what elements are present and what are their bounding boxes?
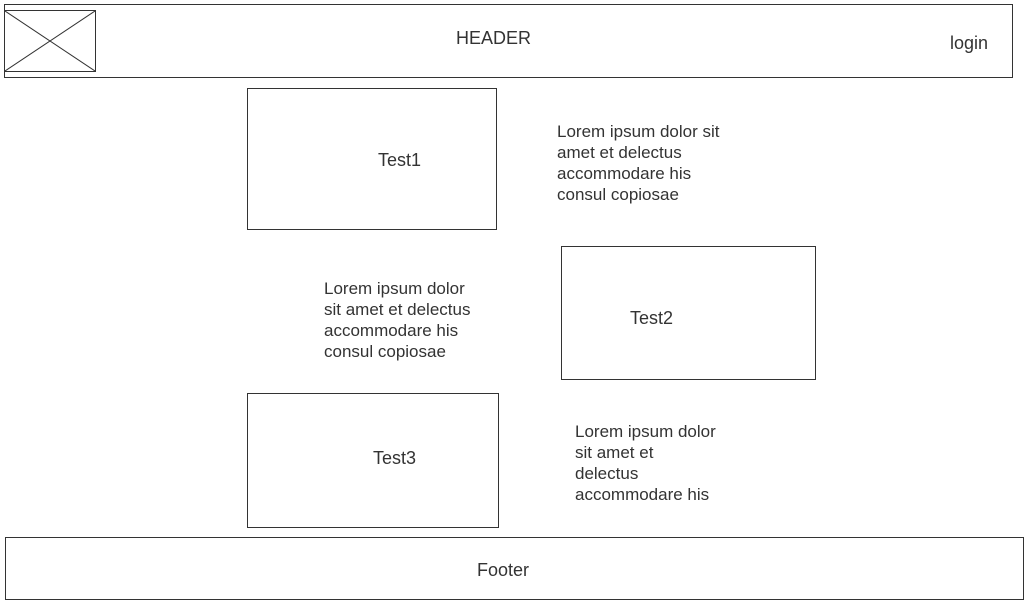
login-link[interactable]: login bbox=[950, 33, 989, 53]
card-label: Test3 bbox=[373, 448, 417, 468]
paragraph-line: Lorem ipsum dolor sit bbox=[557, 122, 720, 141]
header-bar bbox=[4, 4, 1013, 78]
paragraph-line: consul copiosae bbox=[557, 185, 679, 204]
paragraph-line: sit amet et bbox=[575, 443, 654, 462]
footer-bar bbox=[5, 537, 1024, 600]
paragraph-line: Lorem ipsum dolor bbox=[575, 422, 716, 441]
paragraph-line: accommodare his bbox=[575, 485, 710, 504]
paragraph-line: delectus bbox=[575, 464, 639, 483]
paragraph-line: sit amet et delectus bbox=[324, 300, 471, 319]
footer-label: Footer bbox=[477, 560, 530, 580]
header-title: HEADER bbox=[456, 28, 532, 48]
paragraph-2: Lorem ipsum dolor sit amet et delectus a… bbox=[324, 278, 470, 362]
paragraph-line: accommodare his bbox=[557, 164, 692, 183]
paragraph-1: Lorem ipsum dolor sit amet et delectus a… bbox=[557, 121, 720, 205]
paragraph-line: accommodare his bbox=[324, 321, 459, 340]
image-placeholder-cross bbox=[5, 11, 95, 71]
paragraph-line: Lorem ipsum dolor bbox=[324, 279, 465, 298]
card-test3 bbox=[247, 393, 499, 528]
paragraph-line: consul copiosae bbox=[324, 342, 446, 361]
paragraph-line: amet et delectus bbox=[557, 143, 682, 162]
paragraph-3: Lorem ipsum dolor sit amet et delectus a… bbox=[575, 421, 716, 505]
card-test1 bbox=[247, 88, 497, 230]
image-placeholder-icon bbox=[4, 10, 96, 72]
card-label: Test1 bbox=[378, 150, 422, 170]
card-test2 bbox=[561, 246, 816, 380]
card-label: Test2 bbox=[630, 308, 674, 328]
